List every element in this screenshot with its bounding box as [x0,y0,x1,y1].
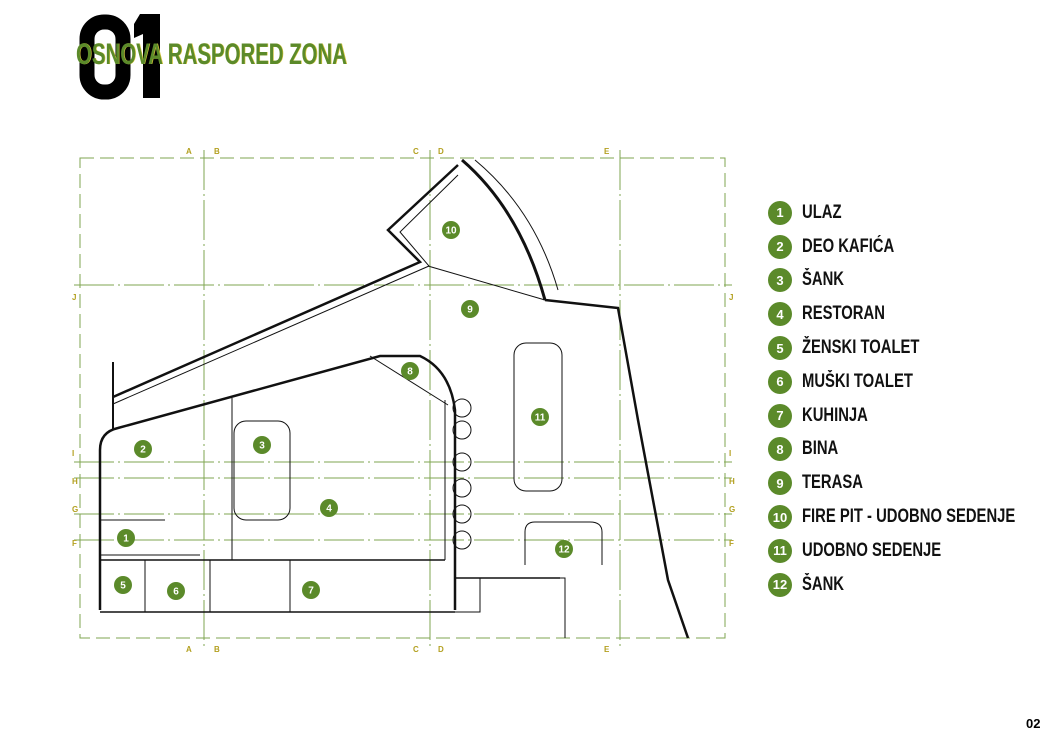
legend-number: 9 [768,471,792,496]
legend-number: 3 [768,268,792,293]
zone-marker-number: 11 [535,413,546,424]
grid-label: C [413,645,419,654]
grid-label: J [729,293,733,302]
zone-marker-number: 12 [558,545,570,556]
zone-marker-number: 9 [467,305,473,316]
legend-number: 6 [768,369,792,394]
grid-label: D [438,147,444,156]
grid-label: D [438,645,444,654]
terrace-wall [112,164,459,399]
zone-marker [401,362,419,380]
grid-label: C [413,147,419,156]
grid-label: I [729,449,731,458]
legend-item: 9 TERASA [768,466,1055,500]
zone-marker [253,436,271,454]
grid-label: A [186,147,192,156]
grid-label: E [604,147,610,156]
zone-marker-number: 6 [173,587,179,598]
zone-marker-number: 4 [326,504,332,515]
zone-marker-number: 2 [140,445,146,456]
zone-marker [442,221,460,239]
legend-item: 2 DEO KAFIĆA [768,230,1055,264]
legend-label: KUHINJA [802,404,868,426]
zone-marker-number: 5 [120,581,126,592]
lounge-area [513,342,563,492]
legend-number: 2 [768,234,792,259]
grid-label: G [72,505,78,514]
legend-item: 5 ŽENSKI TOALET [768,331,1055,365]
legend-number: 1 [768,200,792,225]
outdoor-bar [524,521,603,565]
legend-number: 10 [768,505,792,530]
legend-number: 5 [768,336,792,361]
legend-number: 7 [768,403,792,428]
page-number: 02 [1026,716,1041,731]
zone-marker-number: 3 [259,441,265,452]
zone-marker [117,529,135,547]
zone-marker [461,300,479,318]
grid-label: G [729,505,735,514]
grid-label: A [186,645,192,654]
zone-marker [114,576,132,594]
section-number-graphic [79,14,160,100]
grid-label: I [72,449,74,458]
grid-label: H [729,477,735,486]
legend-number: 11 [768,538,792,563]
legend-number: 12 [768,572,792,597]
zone-marker [555,540,573,558]
legend-label: MUŠKI TOALET [802,370,913,392]
digit-zero-shape [79,14,131,100]
bar-counter [233,420,291,521]
legend-item: 3 ŠANK [768,264,1055,298]
legend-item: 4 RESTORAN [768,297,1055,331]
legend-item: 7 KUHINJA [768,399,1055,433]
page-title: OSNOVA RASPORED ZONA [76,38,347,71]
grid-label: E [604,645,610,654]
grid-label: B [214,645,220,654]
legend-label: DEO KAFIĆA [802,235,895,257]
legend-label: ŠANK [802,269,844,291]
zone-marker-number: 10 [445,226,457,237]
curved-facade [461,158,547,301]
zone-marker [302,581,320,599]
legend-label: TERASA [802,472,863,494]
digit-one-shape [134,14,160,98]
zone-marker-number: 1 [123,534,129,545]
legend-label: ULAZ [802,201,842,223]
legend-item: 10 FIRE PIT - UDOBNO SEDENJE [768,500,1055,534]
zone-marker [531,408,549,426]
zone-marker [167,582,185,600]
legend-item: 12 ŠANK [768,568,1055,602]
legend-number: 8 [768,437,792,462]
zone-marker [320,499,338,517]
legend-item: 6 MUŠKI TOALET [768,365,1055,399]
legend-item: 8 BINA [768,433,1055,467]
grid-label: J [72,293,76,302]
site-boundary [79,157,726,639]
legend-label: RESTORAN [802,303,885,325]
zone-marker-number: 8 [407,367,413,378]
legend-item: 1 ULAZ [768,196,1055,230]
grid-label: F [729,539,734,548]
grid-label: H [72,477,78,486]
grid-label: F [72,539,77,548]
legend-label: ŽENSKI TOALET [802,337,920,359]
legend-label: FIRE PIT - UDOBNO SEDENJE [802,506,1016,528]
grid-label: B [214,147,220,156]
zone-marker [134,440,152,458]
legend-label: ŠANK [802,573,844,595]
zone-marker-number: 7 [308,586,314,597]
legend-label: BINA [802,438,839,460]
building-wall [98,354,457,610]
legend-label: UDOBNO SEDENJE [802,539,942,561]
legend-number: 4 [768,302,792,327]
legend-item: 11 UDOBNO SEDENJE [768,534,1055,568]
